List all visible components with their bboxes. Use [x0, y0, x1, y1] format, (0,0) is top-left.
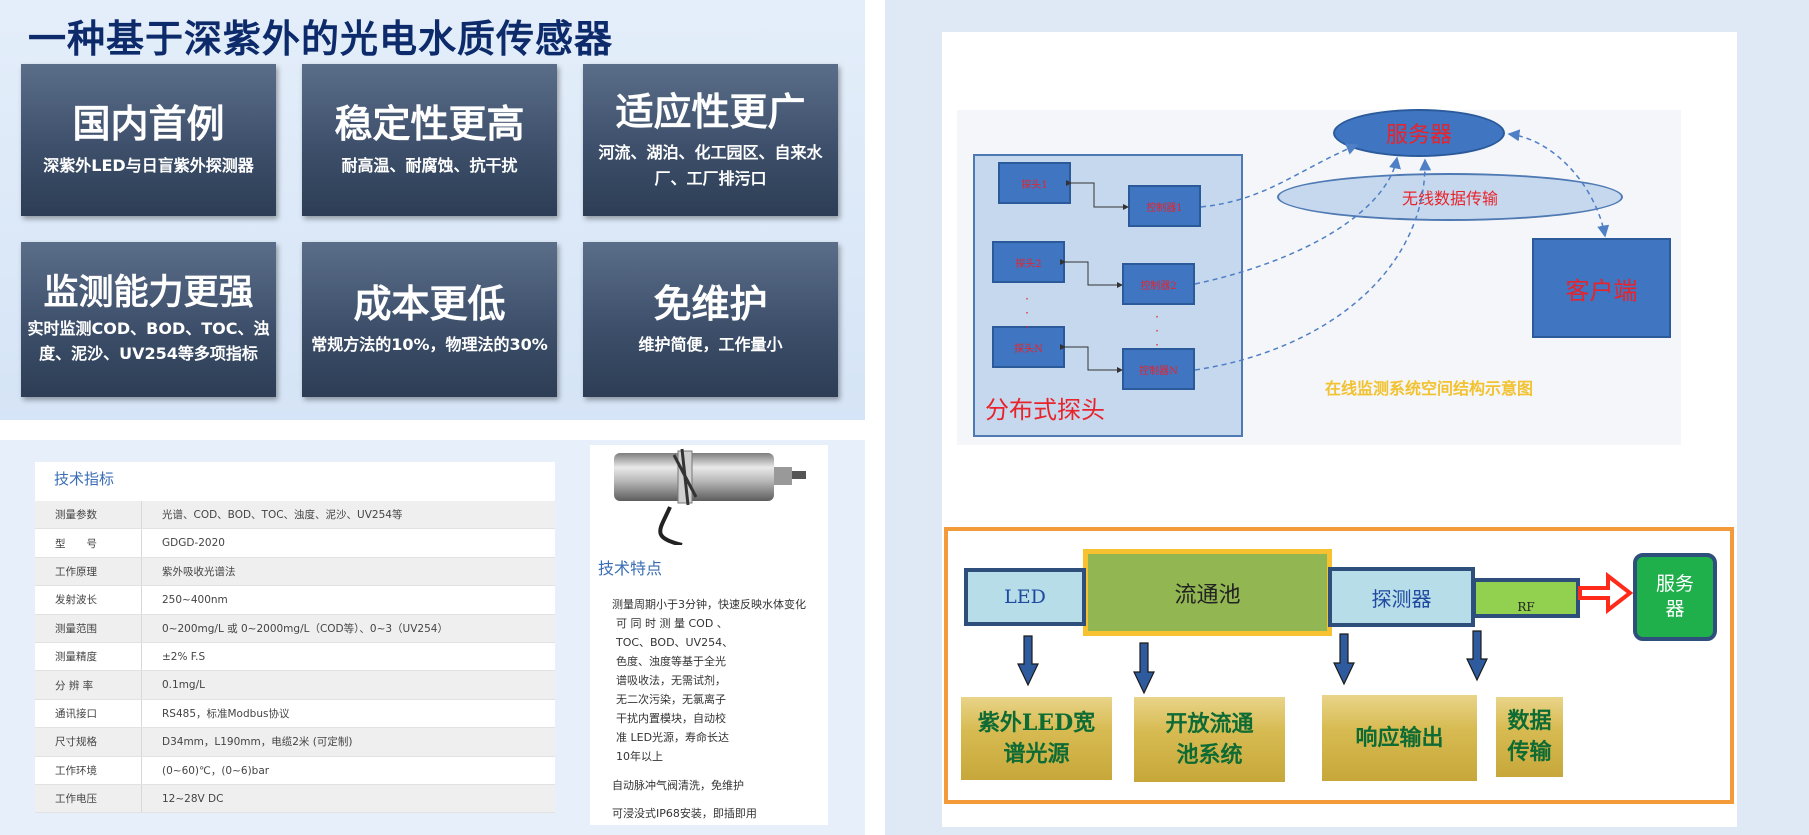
feature-line: 可 同 时 测 量 COD 、	[616, 617, 728, 630]
server-ellipse: 服务器	[1333, 109, 1505, 157]
feature-line: 色度、浊度等基于全光	[616, 655, 726, 668]
feature-line: 准 LED光源，寿命长达	[616, 731, 730, 744]
probe-ellipsis: ···	[1025, 292, 1029, 334]
probe-n-box: 探头N	[992, 326, 1065, 368]
spec-key: 发射波长	[35, 585, 142, 615]
spec-row: 测量参数光谱、COD、BOD、TOC、浊度、泥沙、UV254等	[35, 501, 555, 530]
card-title: 监测能力更强	[43, 273, 254, 314]
output-open-flow-cell: 开放流通 池系统	[1134, 697, 1285, 782]
card-desc: 深紫外LED与日盲紫外探测器	[43, 155, 254, 175]
feature-line: 无二次污染，无氯离子	[616, 693, 726, 706]
spec-heading: 技术指标	[54, 470, 115, 488]
card-desc: 河流、湖泊、化工园区、自来水厂、工厂排污口	[598, 143, 823, 188]
detector-box: 探测器	[1328, 567, 1475, 627]
feature-line: 谱吸收法，无需试剂，	[616, 674, 726, 687]
card-title: 稳定性更高	[334, 102, 525, 147]
card-first-domestic: 国内首例 深紫外LED与日盲紫外探测器	[21, 64, 276, 216]
spec-value: 紫外吸收光谱法	[141, 557, 555, 587]
rf-box: RF	[1472, 578, 1580, 618]
spec-key: 工作电压	[35, 784, 142, 814]
spec-value: (0~60)℃，(0~6)bar	[141, 756, 555, 785]
card-desc: 常规方法的10%，物理法的30%	[311, 335, 548, 355]
card-stability: 稳定性更高 耐高温、耐腐蚀、抗干扰	[302, 64, 557, 216]
feature-auto-clean: 自动脉冲气阀清洗，免维护	[612, 779, 744, 792]
probe-2-box: 探头2	[992, 241, 1065, 283]
output-response: 响应输出	[1322, 695, 1477, 781]
spec-key: 测量范围	[35, 614, 142, 643]
spec-value: 0~200mg/L 或 0~2000mg/L（COD等）、0~3（UV254）	[141, 614, 555, 643]
card-desc: 维护简便，工作量小	[638, 335, 783, 355]
spec-key: 尺寸规格	[35, 727, 142, 757]
card-title: 成本更低	[353, 281, 506, 326]
spec-value: RS485，标准Modbus协议	[141, 699, 555, 729]
flow-arrows	[1017, 571, 1634, 695]
spec-key: 型 号	[35, 528, 142, 558]
card-adaptability: 适应性更广 河流、湖泊、化工园区、自来水厂、工厂排污口	[583, 64, 838, 216]
spec-value: 光谱、COD、BOD、TOC、浊度、泥沙、UV254等	[141, 501, 555, 530]
features-heading: 技术特点	[598, 559, 663, 578]
spec-value: 250~400nm	[141, 585, 555, 615]
controller-ellipsis: ···	[1155, 310, 1159, 352]
card-title: 国内首例	[72, 102, 225, 147]
spec-key: 测量精度	[35, 642, 142, 672]
page-title: 一种基于深紫外的光电水质传感器	[28, 17, 614, 61]
spec-value: 12~28V DC	[141, 784, 555, 814]
feature-line: 测量周期小于3分钟，快速反映水体变化	[612, 598, 806, 611]
feature-line: 干扰内置模块，自动校	[616, 712, 726, 725]
features-box	[590, 445, 828, 825]
output-uv-led-source: 紫外LED宽 谱光源	[961, 697, 1112, 780]
spec-row: 工作原理紫外吸收光谱法	[35, 557, 555, 587]
client-box: 客户端	[1532, 238, 1671, 338]
spec-key: 工作原理	[35, 557, 142, 587]
card-title: 免维护	[653, 281, 768, 326]
card-cost: 成本更低 常规方法的10%，物理法的30%	[302, 242, 557, 397]
spec-value: D34mm，L190mm，电缆2米 (可定制)	[141, 727, 555, 757]
card-monitoring: 监测能力更强 实时监测COD、BOD、TOC、浊度、泥沙、UV254等多项指标	[21, 242, 276, 397]
spec-row: 测量精度±2% F.S	[35, 642, 555, 672]
feature-ip68: 可浸没式IP68安装，即插即用	[612, 807, 757, 820]
spec-key: 测量参数	[35, 501, 142, 530]
spec-value: GDGD-2020	[141, 528, 555, 558]
distributed-probe-label: 分布式探头	[985, 396, 1105, 424]
probe-1-box: 探头1	[998, 162, 1071, 204]
controller-n-box: 控制器N	[1122, 348, 1195, 390]
spec-row: 工作环境(0~60)℃，(0~6)bar	[35, 756, 555, 785]
spec-key: 分 辨 率	[35, 670, 142, 700]
spec-key: 通讯接口	[35, 699, 142, 729]
card-title: 适应性更广	[615, 89, 806, 134]
spec-key: 工作环境	[35, 756, 142, 785]
output-data-transfer: 数据 传输	[1496, 697, 1563, 777]
card-desc: 实时监测COD、BOD、TOC、浊度、泥沙、UV254等多项指标	[27, 318, 270, 364]
card-maintenance-free: 免维护 维护简便，工作量小	[583, 242, 838, 397]
sensor-image	[614, 448, 806, 545]
controller-1-box: 控制器1	[1128, 185, 1201, 227]
spec-value: ±2% F.S	[141, 642, 555, 672]
led-box: LED	[964, 568, 1086, 626]
card-desc: 耐高温、耐腐蚀、抗干扰	[341, 155, 518, 175]
diagram-caption: 在线监测系统空间结构示意图	[1325, 379, 1534, 398]
controller-2-box: 控制器2	[1122, 263, 1195, 305]
feature-line: TOC、BOD、UV254、	[616, 636, 734, 649]
feature-line: 10年以上	[616, 750, 663, 763]
spec-value: 0.1mg/L	[141, 670, 555, 700]
server-box: 服务 器	[1633, 553, 1717, 641]
network-connectors	[1060, 129, 1610, 373]
